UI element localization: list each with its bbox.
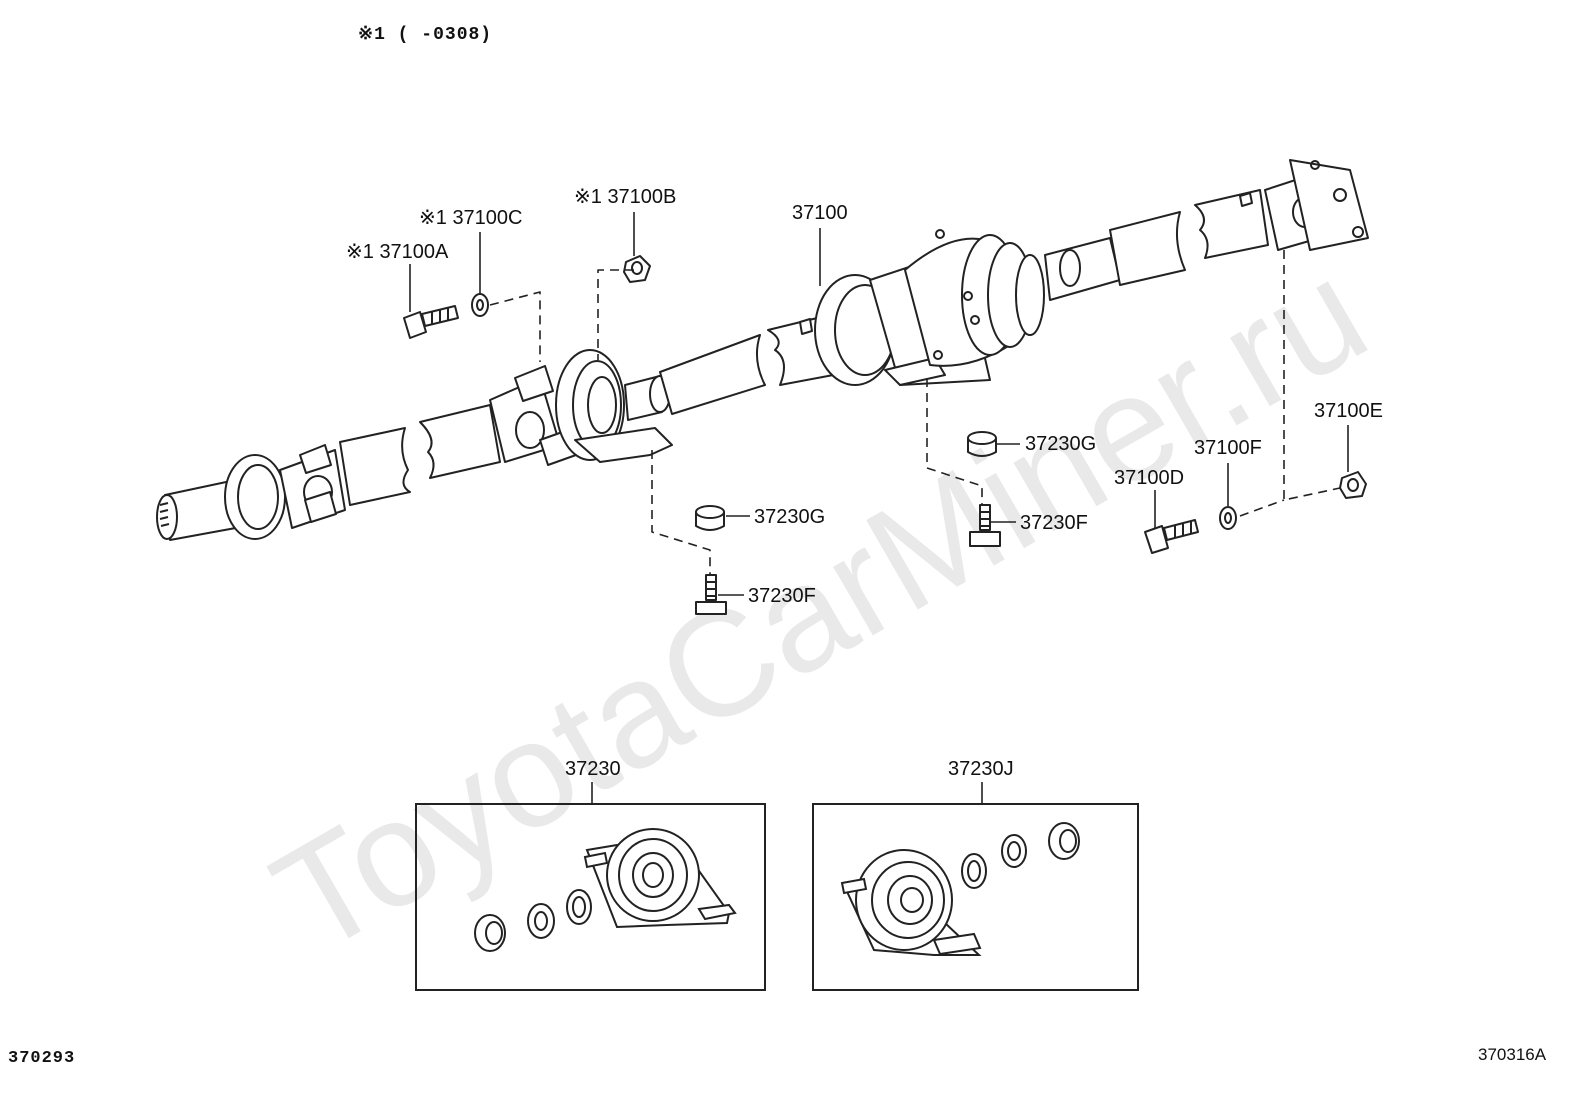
alignment-dashes <box>489 250 1341 574</box>
nut-37100e-icon <box>1339 471 1367 499</box>
center-bearing-37230-icon <box>474 828 737 952</box>
collar-37230g-left-icon <box>695 505 725 531</box>
callout-37100d: 37100D <box>1114 467 1185 489</box>
callout-37230g-right: 37230G <box>1025 433 1097 455</box>
kit-37230-box <box>415 803 766 991</box>
propeller-shaft-assembly <box>156 159 1369 541</box>
header-note: ※1 ( -0308) <box>358 25 493 45</box>
callout-37100a: ※1 37100A <box>346 241 449 263</box>
callout-37100e: 37100E <box>1314 400 1383 422</box>
nut-37100b-icon <box>623 255 651 283</box>
fasteners <box>403 255 1367 615</box>
callout-37230j: 37230J <box>948 758 1014 780</box>
callout-37100: 37100 <box>792 202 848 224</box>
collar-37230g-right-icon <box>967 431 997 457</box>
center-bearing-37230j-icon <box>840 822 1080 956</box>
callout-37100f: 37100F <box>1194 437 1262 459</box>
bolt-37230f-right-icon <box>969 504 1001 547</box>
leader-lines <box>409 212 1349 803</box>
footer-right-code: 370316A <box>1478 1045 1547 1064</box>
bolt-37100a-icon <box>403 305 459 339</box>
footer-left-code: 370293 <box>8 1049 76 1068</box>
callout-37230g-left: 37230G <box>754 506 826 528</box>
kit-37230j-box <box>812 803 1139 991</box>
callout-37230f-right: 37230F <box>1020 512 1088 534</box>
callout-37230f-left: 37230F <box>748 585 816 607</box>
bolt-37100d-icon <box>1144 519 1199 554</box>
bolt-37230f-left-icon <box>695 574 727 615</box>
callout-37100b: ※1 37100B <box>574 186 677 208</box>
callout-37230: 37230 <box>565 758 621 780</box>
callout-37100c: ※1 37100C <box>419 207 523 229</box>
